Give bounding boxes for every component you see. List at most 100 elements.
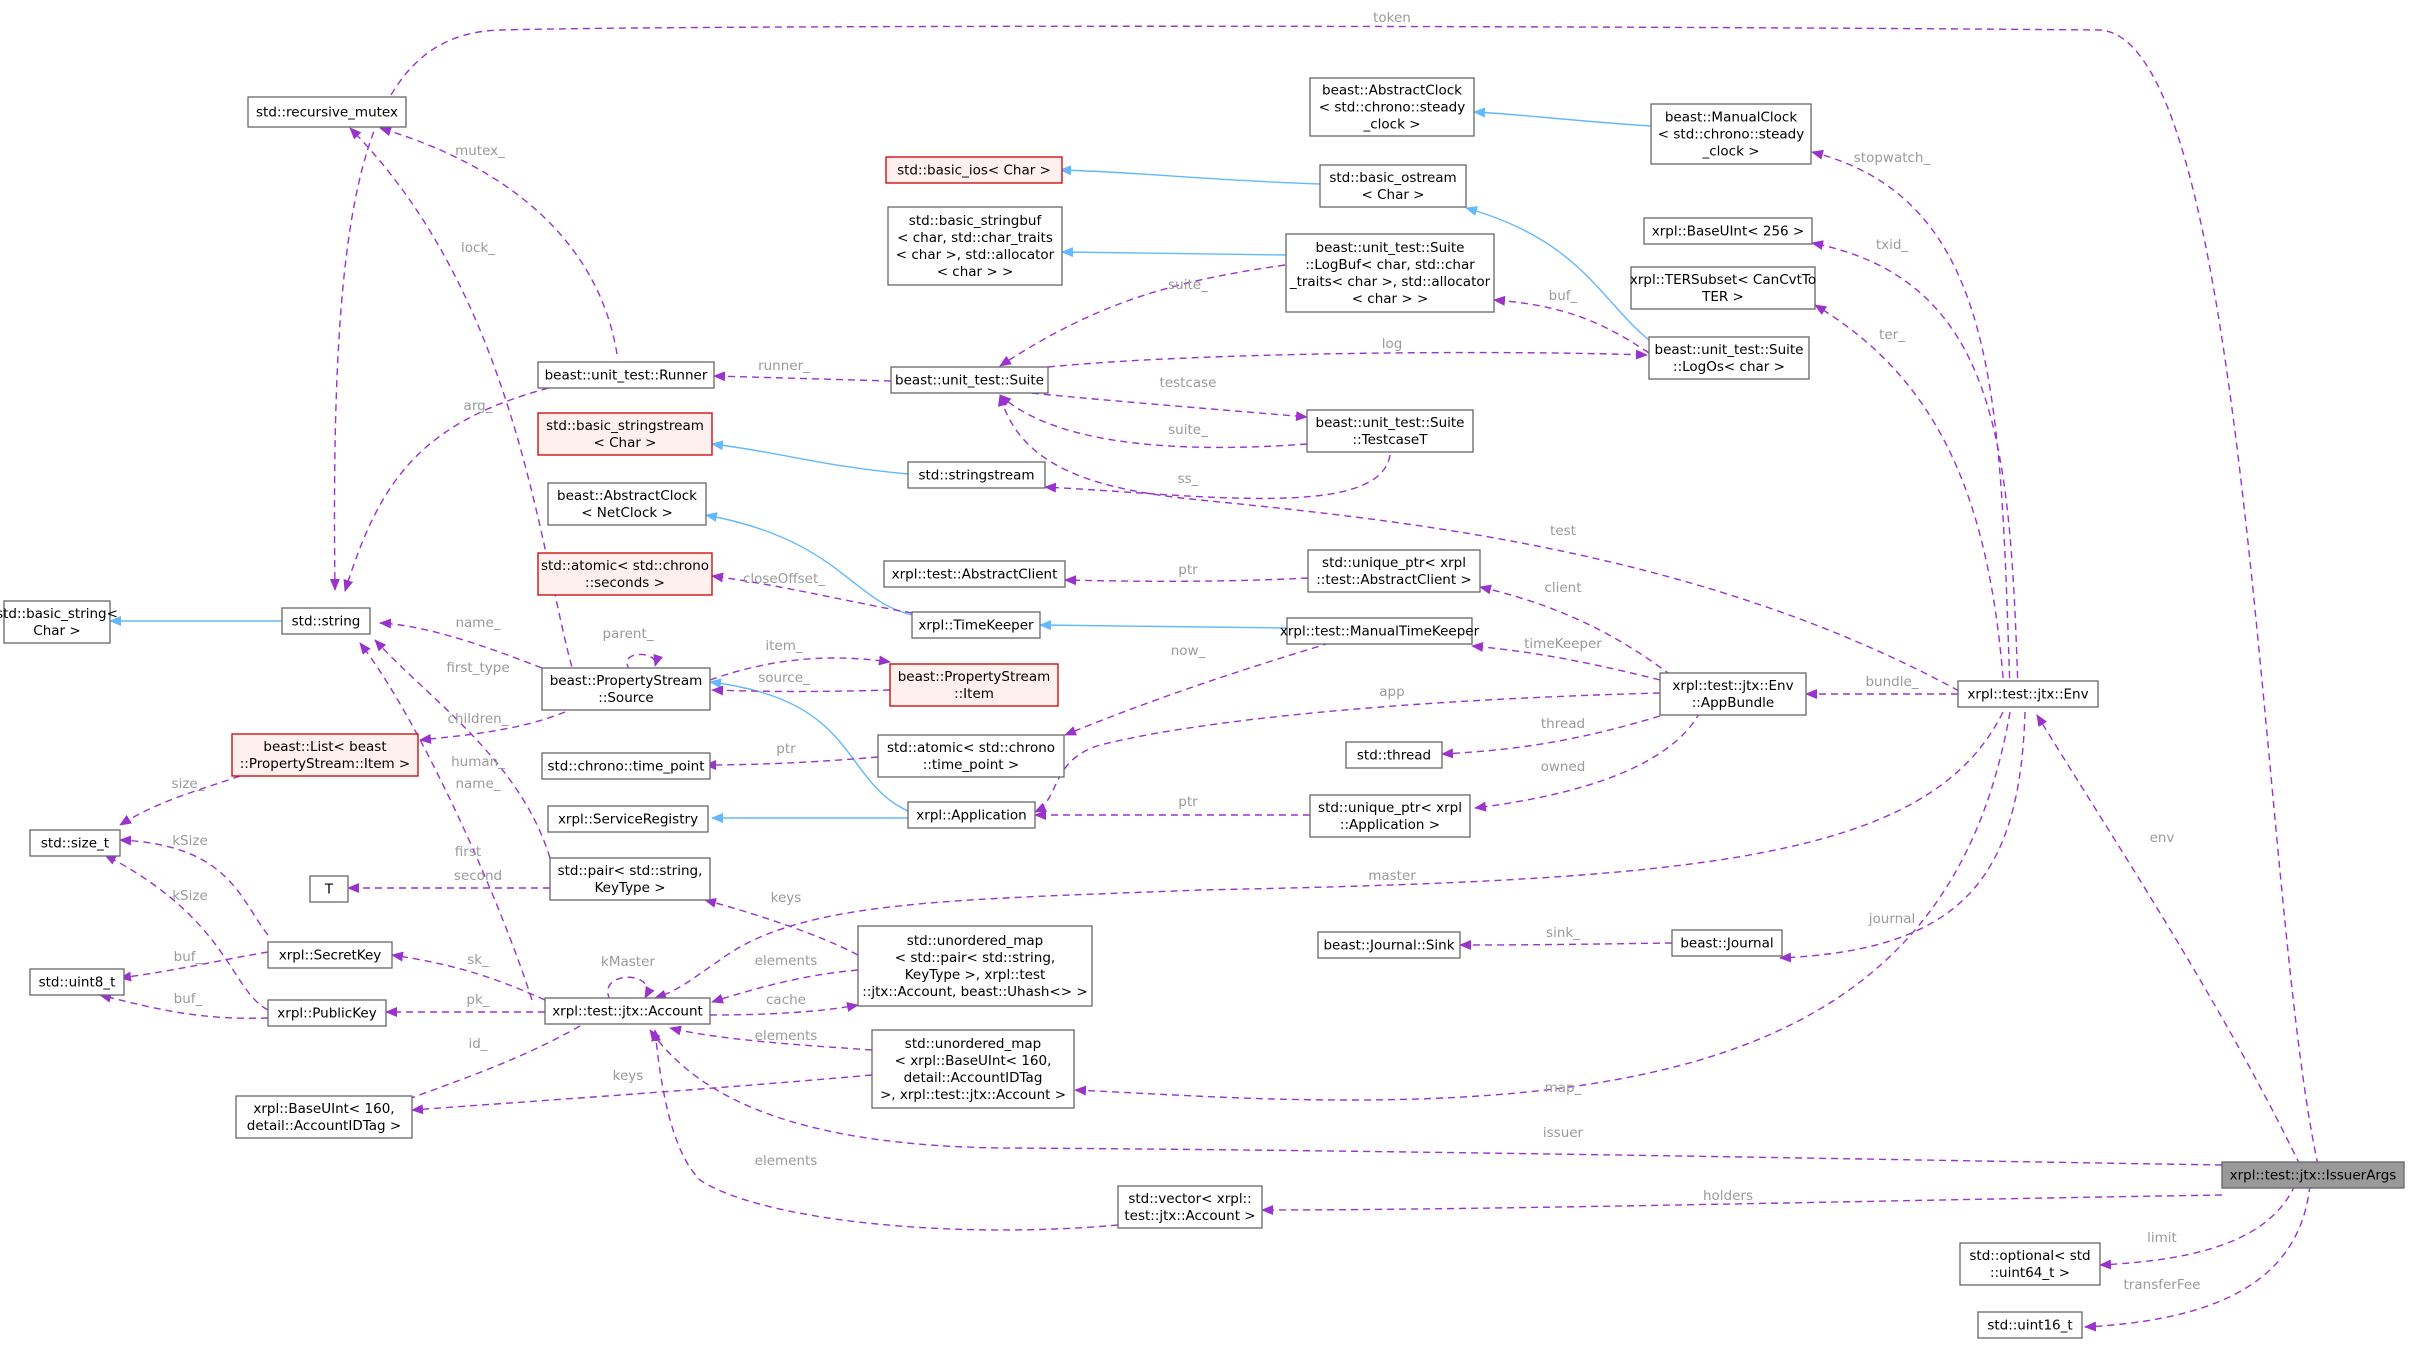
node-basic-ios[interactable]: std::basic_ios< Char > [885,156,1063,184]
node-box [1671,929,1783,957]
edge-inherit-logbuf-basic_stringbuf [1061,247,1287,258]
edge-buf2 [99,992,269,1019]
edge-ksize1 [119,835,269,936]
node-appbundle[interactable]: xrpl::test::jtx::Env::AppBundle [1659,672,1807,716]
node-box [1630,266,1816,310]
edge-txid [1811,240,2019,691]
node-uint16-t[interactable]: std::uint16_t [1977,1311,2083,1339]
node-basic-string-char[interactable]: std::basic_string<Char > [0,600,118,644]
edge-testcase [1019,391,1308,422]
node-basic-stringbuf[interactable]: std::basic_stringbuf< char, std::char_tr… [887,206,1063,286]
node-box [537,361,715,389]
node-uint8-t[interactable]: std::uint8_t [29,968,125,996]
node-label: std::thread [1357,748,1431,764]
node-label: xrpl::Application [916,808,1026,824]
edge-label: size_ [172,776,205,792]
edge-elements3 [651,1029,1119,1231]
node-label: >, xrpl::test::jtx::Account > [880,1087,1066,1103]
edge-buf1 [119,951,269,982]
node-timekeeper[interactable]: xrpl::TimeKeeper [911,611,1041,639]
edge-label: children_ [448,711,509,727]
node-label: beast::Journal [1680,936,1773,952]
node-box [547,482,707,526]
node-journal-sink[interactable]: beast::Journal::Sink [1317,931,1461,959]
node-label: detail::AccountIDTag [904,1070,1043,1086]
node-manualclock[interactable]: beast::ManualClock< std::chrono::steady_… [1650,103,1812,165]
edge-label: stopwatch_ [1854,150,1931,166]
node-optional-uint64[interactable]: std::optional< std::uint64_t > [1959,1242,2101,1286]
node-list-item[interactable]: beast::List< beast::PropertyStream::Item… [231,733,419,777]
node-thread[interactable]: std::thread [1345,741,1443,769]
node-basic-ostream[interactable]: std::basic_ostream< Char > [1319,164,1467,208]
node-logos[interactable]: beast::unit_test::Suite::LogOs< char > [1648,336,1810,380]
node-label: xrpl::test::ManualTimeKeeper [1280,624,1480,640]
node-label: std::unique_ptr< xrpl [1318,800,1462,816]
node-abstractclient[interactable]: xrpl::test::AbstractClient [883,560,1066,588]
node-label: < std::pair< std::string, [895,950,1055,966]
edge-master [654,711,2004,1000]
node-label: std::size_t [41,836,109,852]
node-abstractclock-steady[interactable]: beast::AbstractClock< std::chrono::stead… [1309,77,1475,137]
node-size-t[interactable]: std::size_t [29,829,121,857]
node-recursive-mutex[interactable]: std::recursive_mutex [247,96,407,128]
node-stringstream[interactable]: std::stringstream [907,461,1046,489]
node-env[interactable]: xrpl::test::jtx::Env [1957,680,2099,708]
edge-log [1047,349,1648,368]
edge-label: buf_ [1549,288,1578,304]
node-box [541,752,711,780]
node-account[interactable]: xrpl::test::jtx::Account [544,997,711,1025]
edge-label: sink_ [1546,925,1580,941]
edge-ptr1 [1064,575,1309,586]
node-pair-string-keytype[interactable]: std::pair< std::string,KeyType > [549,857,711,901]
node-label: std::unordered_map [905,1036,1041,1052]
node-box [871,1029,1075,1109]
node-atomic-seconds[interactable]: std::atomic< std::chrono::seconds > [537,552,713,596]
node-label: std::recursive_mutex [256,105,398,121]
node-string[interactable]: std::string [281,607,371,635]
node-unique-ptr-client[interactable]: std::unique_ptr< xrpl::test::AbstractCli… [1307,549,1481,593]
node-journal[interactable]: beast::Journal [1671,929,1783,957]
node-baseuint256[interactable]: xrpl::BaseUInt< 256 > [1643,217,1813,245]
edge-label: ptr [1178,794,1198,810]
node-accountid[interactable]: xrpl::BaseUInt< 160,detail::AccountIDTag… [235,1095,413,1139]
node-suite[interactable]: beast::unit_test::Suite [890,366,1049,394]
node-time-point[interactable]: std::chrono::time_point [541,752,711,780]
node-label: std::basic_ios< Char > [897,163,1051,179]
node-label: ::test::AbstractClient > [1316,572,1471,588]
node-vector-account[interactable]: std::vector< xrpl::test::jtx::Account > [1117,1185,1263,1229]
node-atomic-time-point[interactable]: std::atomic< std::chrono::time_point > [877,734,1065,778]
node-basic-stringstream[interactable]: std::basic_stringstream< Char > [537,412,713,456]
node-logbuf[interactable]: beast::unit_test::Suite::LogBuf< char, s… [1285,233,1495,313]
node-label: beast::unit_test::Suite [895,373,1044,389]
edge-label: buf_ [174,991,203,1007]
edge-label: elements [755,1028,818,1044]
node-manualtimekeeper[interactable]: xrpl::test::ManualTimeKeeper [1280,617,1480,645]
node-box [541,667,711,711]
node-publickey[interactable]: xrpl::PublicKey [267,999,387,1027]
node-label: ::uint64_t > [1990,1265,2070,1281]
node-abstractclock-net[interactable]: beast::AbstractClock< NetClock > [547,482,707,526]
node-umap-baseuint-account[interactable]: std::unordered_map< xrpl::BaseUInt< 160,… [871,1029,1075,1109]
node-issuerargs[interactable]: xrpl::test::jtx::IssuerArgs [2221,1161,2405,1189]
node-box [1957,680,2099,708]
node-ps-source[interactable]: beast::PropertyStream::Source [541,667,711,711]
edge-now [1064,642,1331,736]
node-ps-item[interactable]: beast::PropertyStream::Item [889,663,1059,707]
node-runner[interactable]: beast::unit_test::Runner [537,361,715,389]
node-serviceregistry[interactable]: xrpl::ServiceRegistry [547,805,709,833]
node-unique-ptr-app[interactable]: std::unique_ptr< xrpl::Application > [1309,794,1471,838]
node-secretkey[interactable]: xrpl::SecretKey [267,941,393,969]
node-T[interactable]: T [309,875,349,903]
node-box [235,1095,413,1139]
node-application[interactable]: xrpl::Application [907,801,1036,829]
edge-sink [1459,939,1673,950]
edge-transferfee [2084,1184,2311,1332]
node-box [1317,931,1461,959]
node-umap-pair-account[interactable]: std::unordered_map< std::pair< std::stri… [857,925,1093,1007]
node-box [267,941,393,969]
node-label: KeyType >, xrpl::test [905,967,1046,983]
edge-human [359,642,533,1001]
edge-test [998,394,1960,692]
node-testcaseT[interactable]: beast::unit_test::Suite::TestcaseT [1306,409,1474,453]
